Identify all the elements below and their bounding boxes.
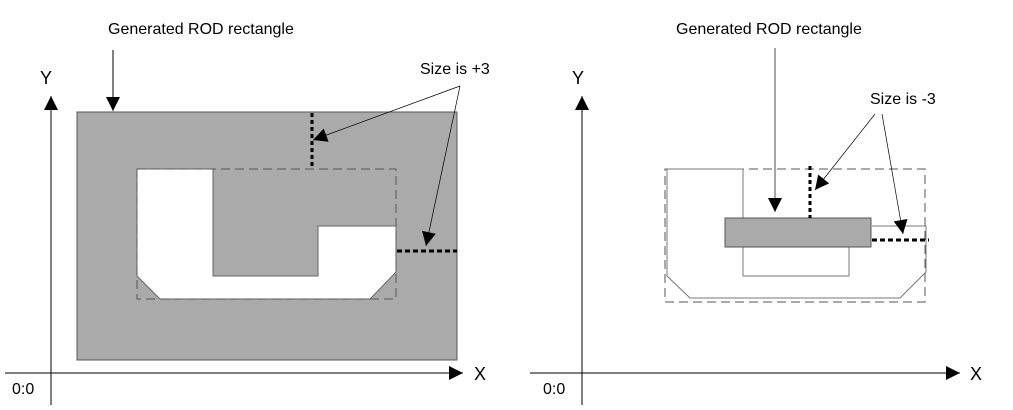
size-label: Size is +3 — [420, 61, 490, 78]
y-axis-label: Y — [572, 68, 584, 88]
original-shape — [666, 168, 927, 299]
size-pointer-arrow-2 — [422, 85, 461, 247]
size-label: Size is -3 — [870, 91, 936, 108]
rod-title: Generated ROD rectangle — [108, 21, 294, 38]
generated-rod-rectangle — [76, 111, 458, 361]
size-pointer-arrow-2 — [881, 113, 908, 235]
x-axis-label: X — [474, 364, 486, 384]
y-axis-label: Y — [40, 68, 52, 88]
original-shape-lower — [742, 247, 850, 277]
origin-label: 0:0 — [12, 381, 34, 398]
x-axis-label: X — [970, 364, 982, 384]
rod-title: Generated ROD rectangle — [676, 21, 862, 38]
right-panel: Y X 0:0 Generated ROD rectangle Size is … — [530, 21, 982, 405]
left-panel: Y X 0:0 Generated ROD rectangle Size is … — [5, 21, 490, 405]
shape-bounding-box — [136, 168, 397, 300]
size-pointer-arrow-1 — [312, 85, 461, 142]
generated-rod-rectangle — [724, 217, 872, 248]
shape-bounding-box — [664, 168, 926, 303]
size-pointer-arrow-1 — [814, 113, 876, 191]
origin-label: 0:0 — [543, 381, 565, 398]
